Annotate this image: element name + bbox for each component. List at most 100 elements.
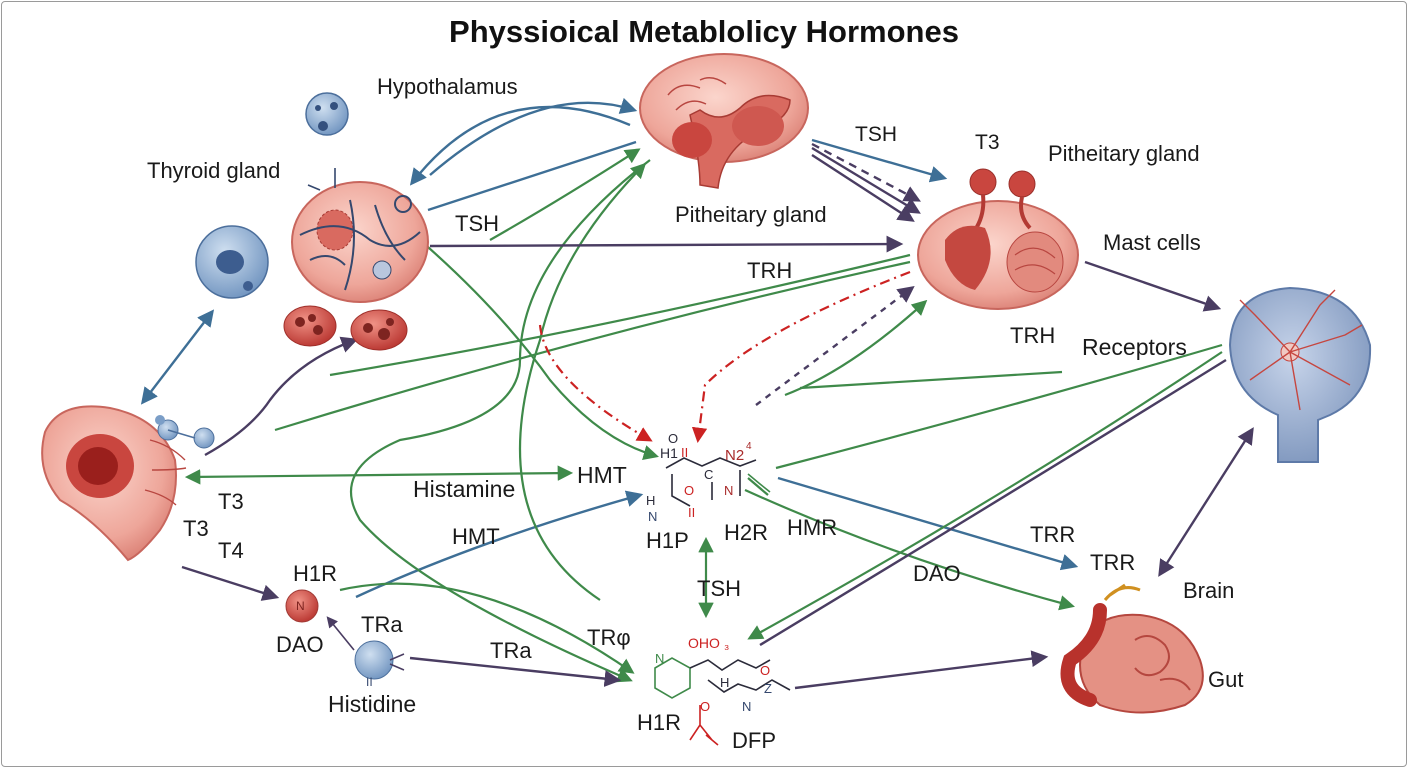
arrow-curve-to-pituitary xyxy=(518,162,647,601)
label-pitheitary-gland-center: Pitheitary gland xyxy=(675,202,827,227)
chem-n-sphere: N xyxy=(296,599,305,613)
chem-n2: N2 xyxy=(725,447,745,464)
arrow-tra-to-bottom-chem xyxy=(409,656,622,687)
arrow-green-trh xyxy=(329,253,911,377)
chem-h1: H1 xyxy=(660,445,678,461)
arrow-hmr-small xyxy=(747,477,769,496)
center-chemical-structure xyxy=(665,457,771,507)
arrow-liver-to-right-pituitary xyxy=(274,260,911,432)
chem-top-o: O xyxy=(668,431,679,446)
label-dao-left: DAO xyxy=(276,632,324,657)
pituitary-gland-center-illustration xyxy=(639,53,809,189)
h1r-sphere-illustration xyxy=(285,589,319,623)
label-gut: Gut xyxy=(1208,667,1244,692)
arrow-pituitary-to-right-dashed xyxy=(811,142,921,202)
chem-n-pyr: N xyxy=(655,651,665,666)
diagram-title: Physsioical Metablolicy Hormones xyxy=(449,14,959,49)
arrow-thyroid-liver-bidirectional xyxy=(140,309,215,405)
arrow-brain-to-bottom-chem-2 xyxy=(759,358,1227,647)
arrow-t3-t4-to-h1r xyxy=(181,565,280,601)
label-trphi: TRφ xyxy=(587,625,631,650)
chem-n-bottom: N xyxy=(742,699,752,714)
chem-o-small: ₃ xyxy=(724,637,730,652)
label-tsh-top: TSH xyxy=(855,123,897,146)
label-hmt-center: HMT xyxy=(577,462,627,488)
chem-h-bottom: H xyxy=(720,675,730,690)
arrow-histamine-bidirectional xyxy=(184,465,574,485)
label-h2r: H2R xyxy=(724,520,769,545)
arrow-chem-to-gut xyxy=(744,488,1075,611)
chem-n-mid: N xyxy=(724,483,734,498)
label-trr-1: TRR xyxy=(1030,522,1076,547)
chem-sup4: 4 xyxy=(746,441,752,452)
label-h1r-left: H1R xyxy=(293,561,338,586)
arrow-red-dashed-pituitary-to-chem xyxy=(691,270,911,444)
label-pitheitary-gland-right: Pitheitary gland xyxy=(1048,141,1200,166)
arrow-brain-to-chem xyxy=(775,343,1223,470)
arrow-brain-to-bottom-chem xyxy=(747,351,1223,640)
bottom-chemical-structure xyxy=(654,657,791,746)
label-tsh-lower: TSH xyxy=(697,576,741,601)
arrow-receptors-line xyxy=(799,370,1063,390)
label-histamine: Histamine xyxy=(413,476,516,502)
label-trr-2: TRR xyxy=(1090,550,1136,575)
label-dao-right: DAO xyxy=(913,561,961,586)
label-t3-top: T3 xyxy=(975,131,1000,154)
label-mast-cells: Mast cells xyxy=(1103,230,1201,255)
label-t4: T4 xyxy=(218,538,244,563)
chem-oho: OHO xyxy=(688,635,720,651)
arrow-pituitary-to-right-2 xyxy=(811,153,915,222)
arrow-brain-to-gut xyxy=(1158,427,1254,577)
gut-illustration xyxy=(1060,583,1204,714)
label-tra-1: TRa xyxy=(361,612,403,637)
arrow-curve-central xyxy=(349,159,651,683)
arrow-bottom-chem-to-gut xyxy=(794,650,1049,690)
thyroid-gland-illustration xyxy=(195,92,429,351)
arrow-h1r-to-bottom-chem xyxy=(339,582,635,674)
label-dfp: DFP xyxy=(732,728,776,753)
arrow-h1r-to-hmt xyxy=(355,490,644,599)
arrow-pituitary-to-right-1 xyxy=(811,146,921,214)
label-hypothalamus: Hypothalamus xyxy=(377,74,518,99)
label-thyroid-gland: Thyroid gland xyxy=(147,158,281,183)
chem-ii-2: II xyxy=(688,505,696,520)
label-hmt-lower: HMT xyxy=(452,524,500,549)
arrow-pituitary-to-thyroid-2 xyxy=(427,140,637,212)
arrow-hypothalamus-to-thyroid xyxy=(429,97,638,176)
arrow-pituitary-to-mast-cells xyxy=(1084,260,1222,312)
chem-ii-sphere: II xyxy=(366,675,373,689)
label-t3-lower: T3 xyxy=(183,516,209,541)
label-trh-right: TRH xyxy=(1010,323,1056,348)
label-histidine: Histidine xyxy=(328,691,417,717)
label-hmr: HMR xyxy=(787,515,838,540)
arrow-red-dashed-to-chem xyxy=(538,324,653,442)
label-h1p: H1P xyxy=(646,528,689,553)
chem-h-left: H xyxy=(646,493,656,508)
chem-n-left: N xyxy=(648,509,658,524)
histidine-sphere-illustration xyxy=(354,640,405,680)
arrows-blue xyxy=(140,97,1079,599)
arrow-thyroid-to-chem xyxy=(419,239,659,461)
arrow-liver-to-thyroid xyxy=(204,336,359,457)
arrow-pituitary-to-thyroid xyxy=(409,105,631,186)
label-trh-upper: TRH xyxy=(747,258,793,283)
arrow-tsh-to-right-pituitary xyxy=(811,138,948,183)
brain-mast-cells-illustration xyxy=(1228,286,1372,463)
chem-o-right: O xyxy=(760,663,771,678)
label-receptors: Receptors xyxy=(1082,334,1187,360)
arrow-thyroid-to-pituitary xyxy=(489,148,641,241)
chem-ii-1: II xyxy=(681,445,689,460)
label-brain: Brain xyxy=(1183,578,1235,603)
arrow-histidine-to-h1r xyxy=(326,616,355,651)
pituitary-gland-right-illustration xyxy=(917,168,1079,310)
arrows-green xyxy=(184,148,1223,683)
chem-c: C xyxy=(704,467,714,482)
arrow-dashed-to-pituitary xyxy=(755,285,915,406)
arrows-purple xyxy=(181,142,1254,690)
label-tra-2: TRa xyxy=(490,638,532,663)
liver-organ-illustration xyxy=(41,405,215,562)
label-h1r-bottom: H1R xyxy=(637,710,682,735)
label-tsh-mid: TSH xyxy=(455,211,499,236)
chem-o-bottom: O xyxy=(700,699,711,714)
